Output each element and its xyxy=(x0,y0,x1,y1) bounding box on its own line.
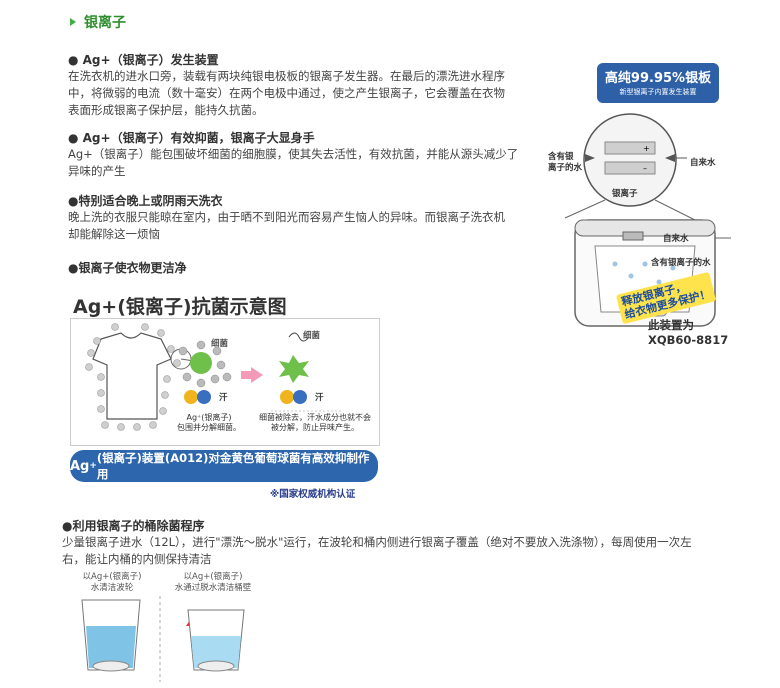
banner-ag: Ag xyxy=(70,458,90,474)
section-line: 晚上洗的衣服只能晾在室内，由于晒不到阳光而容易产生恼人的异味。而银离子洗衣机 xyxy=(68,210,505,224)
section-heading: ●利用银离子的桶除菌程序 xyxy=(62,519,205,533)
badge-sub: 新型银离子内置发生装置 xyxy=(619,88,697,96)
section-line: Ag+（银离子）能包围破坏细菌的细胞膜，使其失去活性，有效抗菌，并能从源头减少了 xyxy=(68,147,519,161)
svg-text:+: + xyxy=(643,144,650,153)
badge-main: 高纯99.95%银板 xyxy=(604,71,712,86)
sweat-label: 汗 xyxy=(315,393,324,403)
section-line: 中，将微弱的电流（数十毫安）在两个电极中通过，使之产生银离子，它会覆盖在衣物 xyxy=(68,86,505,100)
model-note: 此装置为 XQB60-8817 xyxy=(648,318,728,348)
bacteria-label: 细菌 xyxy=(211,339,229,349)
label-ion-water-tank: 含有银离子的水 xyxy=(651,258,711,268)
section-title: 银离子 xyxy=(70,12,126,32)
section-heading: ● Ag+（银离子）发生装置 xyxy=(68,53,219,67)
bottom-caption-left: 以Ag+(银离子) 水清洁波轮 xyxy=(76,572,148,594)
caption-left: Ag⁺(银离子) 包围并分解细菌。 xyxy=(169,413,249,433)
section-line: 却能解除这一烦恼 xyxy=(68,227,160,241)
label-tap-water-top: 自来水 xyxy=(690,158,716,168)
banner-text: (银离子)装置(A012)对金黄色葡萄球菌有高效抑制作用 xyxy=(96,451,370,481)
section-line: 异味的产生 xyxy=(68,164,126,178)
banner-sup: + xyxy=(89,461,97,471)
model-line: 此装置为 xyxy=(648,318,694,332)
silver-plate-badge: 高纯99.95%银板 新型银离子内置发生装置 xyxy=(597,63,719,103)
triangle-bullet-icon xyxy=(70,18,76,26)
bacteria-icon xyxy=(178,340,232,388)
tshirt-icon xyxy=(92,332,172,420)
section-ag-effect: ● Ag+（银离子）有效抑菌，银离子大显身手 Ag+（银离子）能包围破坏细菌的细… xyxy=(68,130,538,180)
section-line: 右，能让内桶的内侧保持清洁 xyxy=(62,552,212,566)
bacteria-label: 细菌 xyxy=(303,331,321,341)
caption-line: Ag⁺(银离子) xyxy=(186,413,232,422)
caption-line: 以Ag+(银离子) xyxy=(82,572,142,582)
tub-cleaning-illustration xyxy=(81,596,245,682)
caption-line: 细菌被除去，汗水成分也就不会 xyxy=(259,413,371,422)
label-tap-water: 自来水 xyxy=(663,234,689,244)
section-line: 在洗衣机的进水口旁，装载有两块纯银电极板的银离子发生器。在最后的漂洗进水程序 xyxy=(68,69,505,83)
label-silver-ion: 银离子 xyxy=(612,189,638,199)
bottom-caption-right: 以Ag+(银离子) 水通过脱水清洁桶壁 xyxy=(168,572,258,594)
model-number: XQB60-8817 xyxy=(648,333,729,347)
section-heading: ●特别适合晚上或阴雨天洗衣 xyxy=(68,194,223,208)
diagram-title: Ag+(银离子)抗菌示意图 xyxy=(73,296,287,318)
label-line: 离子的水 xyxy=(548,163,583,173)
section-line: 少量银离子进水（12L），进行"漂洗～脱水"运行，在波轮和桶内侧进行银离子覆盖（… xyxy=(62,535,692,549)
section-heading: ● Ag+（银离子）有效抑菌，银离子大显身手 xyxy=(68,131,315,145)
caption-right: 细菌被除去，汗水成分也就不会 被分解，防止异味产生。 xyxy=(255,413,375,433)
antibacterial-diagram: 细菌 细菌 汗 汗 Ag⁺(银离子) 包围并分解细菌。 细菌被除去，汗水成分也就… xyxy=(70,318,380,446)
caption-line: 被分解，防止异味产生。 xyxy=(271,423,359,432)
label-ion-water: 含有银 离子的水 xyxy=(548,152,582,174)
bacteria-dead-icon xyxy=(279,332,310,383)
page-title: 银离子 xyxy=(84,15,126,31)
caption-line: 包围并分解细菌。 xyxy=(177,423,241,432)
section-line: 表面形成银离子保护层，能持久抗菌。 xyxy=(68,103,264,117)
section-heading: ●银离子使衣物更洁净 xyxy=(68,261,187,275)
diagram-illustration xyxy=(85,323,341,431)
caption-line: 水清洁波轮 xyxy=(90,583,134,593)
caption-line: 以Ag+(银离子) xyxy=(183,572,243,582)
caption-line: 水通过脱水清洁桶壁 xyxy=(174,583,252,593)
section-night-wash: ●特别适合晚上或阴雨天洗衣 晚上洗的衣服只能晾在室内，由于晒不到阳光而容易产生恼… xyxy=(68,193,538,243)
silver-ion-dots xyxy=(85,323,181,431)
certify-note: ※国家权威机构认证 xyxy=(270,489,356,500)
label-line: 含有银 xyxy=(548,152,574,162)
section-tub-cleaning: ●利用银离子的桶除菌程序 少量银离子进水（12L），进行"漂洗～脱水"运行，在波… xyxy=(62,518,762,568)
sweat-label: 汗 xyxy=(219,393,228,403)
section-ag-device: ● Ag+（银离子）发生装置 在洗衣机的进水口旁，装载有两块纯银电极板的银离子发… xyxy=(68,52,538,119)
svg-text:–: – xyxy=(643,164,647,173)
certification-banner: Ag+ (银离子)装置(A012)对金黄色葡萄球菌有高效抑制作用 xyxy=(70,450,378,482)
